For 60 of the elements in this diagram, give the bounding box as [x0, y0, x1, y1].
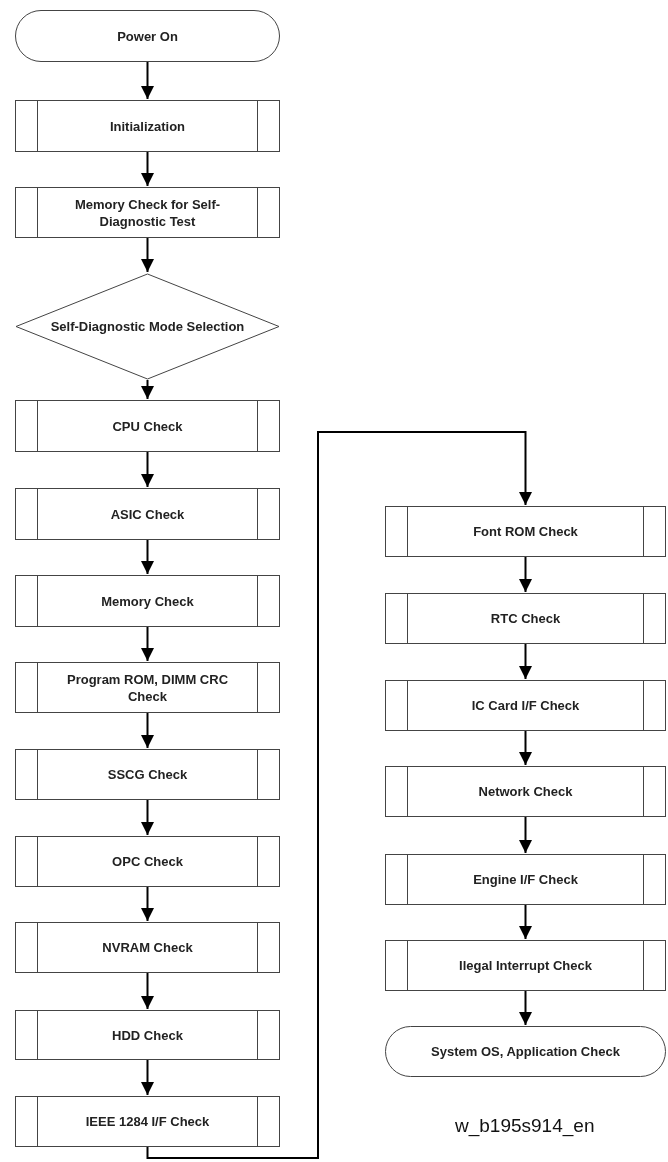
- node-label: Program ROM, DIMM CRC Check: [65, 670, 230, 705]
- node-label: Memory Check: [100, 592, 195, 610]
- node-label: Self-Diagnostic Mode Selection: [49, 318, 246, 335]
- node-label: Power On: [116, 27, 179, 45]
- arrow: [141, 886, 154, 922]
- predefined-process-box: [15, 662, 280, 713]
- node-label: Ilegal Interrupt Check: [458, 957, 593, 974]
- predefined-process-box: [385, 506, 666, 557]
- node-label: System OS, Application Check: [430, 1043, 621, 1060]
- predefined-process-box: [385, 766, 666, 817]
- node-label: OPC Check: [111, 853, 184, 870]
- predefined-process-box: [15, 488, 280, 540]
- arrow: [141, 61, 154, 100]
- predefined-process-box: [15, 575, 280, 627]
- arrow: [141, 151, 154, 187]
- arrow: [141, 539, 154, 575]
- predefined-process-box: [15, 100, 280, 152]
- arrow: [519, 904, 532, 940]
- arrow: [141, 712, 154, 749]
- predefined-process-box: [385, 940, 666, 991]
- arrow: [141, 379, 154, 400]
- node-label: HDD Check: [111, 1026, 184, 1044]
- arrow: [141, 237, 154, 273]
- node-label: Memory Check for Self-Diagnostic Test: [73, 195, 222, 230]
- decision-diamond: [15, 273, 280, 380]
- figure-code: w_b195s914_en: [455, 1114, 595, 1139]
- node-label: IC Card I/F Check: [470, 697, 581, 714]
- predefined-process-box: [385, 680, 666, 731]
- predefined-process-box: [385, 593, 666, 644]
- arrow: [141, 451, 154, 488]
- arrow: [519, 730, 532, 766]
- predefined-process-box: [15, 400, 280, 452]
- node-label: SSCG Check: [106, 766, 189, 783]
- arrow: [141, 972, 154, 1010]
- predefined-process-box: [15, 749, 280, 800]
- arrow: [146, 431, 532, 1159]
- node-label: NVRAM Check: [101, 939, 194, 956]
- terminal-shape: [15, 10, 280, 62]
- node-label: Initialization: [108, 117, 187, 135]
- node-label: RTC Check: [489, 610, 562, 627]
- predefined-process-box: [385, 854, 666, 905]
- arrow: [141, 626, 154, 662]
- predefined-process-box: [15, 836, 280, 887]
- predefined-process-box: [15, 1096, 280, 1147]
- arrow: [141, 799, 154, 836]
- terminal-shape: [385, 1026, 666, 1077]
- predefined-process-box: [15, 1010, 280, 1060]
- arrow: [519, 816, 532, 854]
- arrow: [519, 556, 532, 593]
- arrow: [519, 643, 532, 680]
- node-label: CPU Check: [111, 417, 184, 435]
- node-label: Font ROM Check: [472, 523, 579, 540]
- arrow: [141, 1059, 154, 1096]
- node-label: Network Check: [477, 783, 574, 800]
- arrow: [519, 990, 532, 1026]
- node-label: Engine I/F Check: [472, 871, 579, 888]
- node-label: IEEE 1284 I/F Check: [84, 1113, 211, 1130]
- node-label: ASIC Check: [109, 505, 186, 523]
- predefined-process-box: [15, 187, 280, 238]
- predefined-process-box: [15, 922, 280, 973]
